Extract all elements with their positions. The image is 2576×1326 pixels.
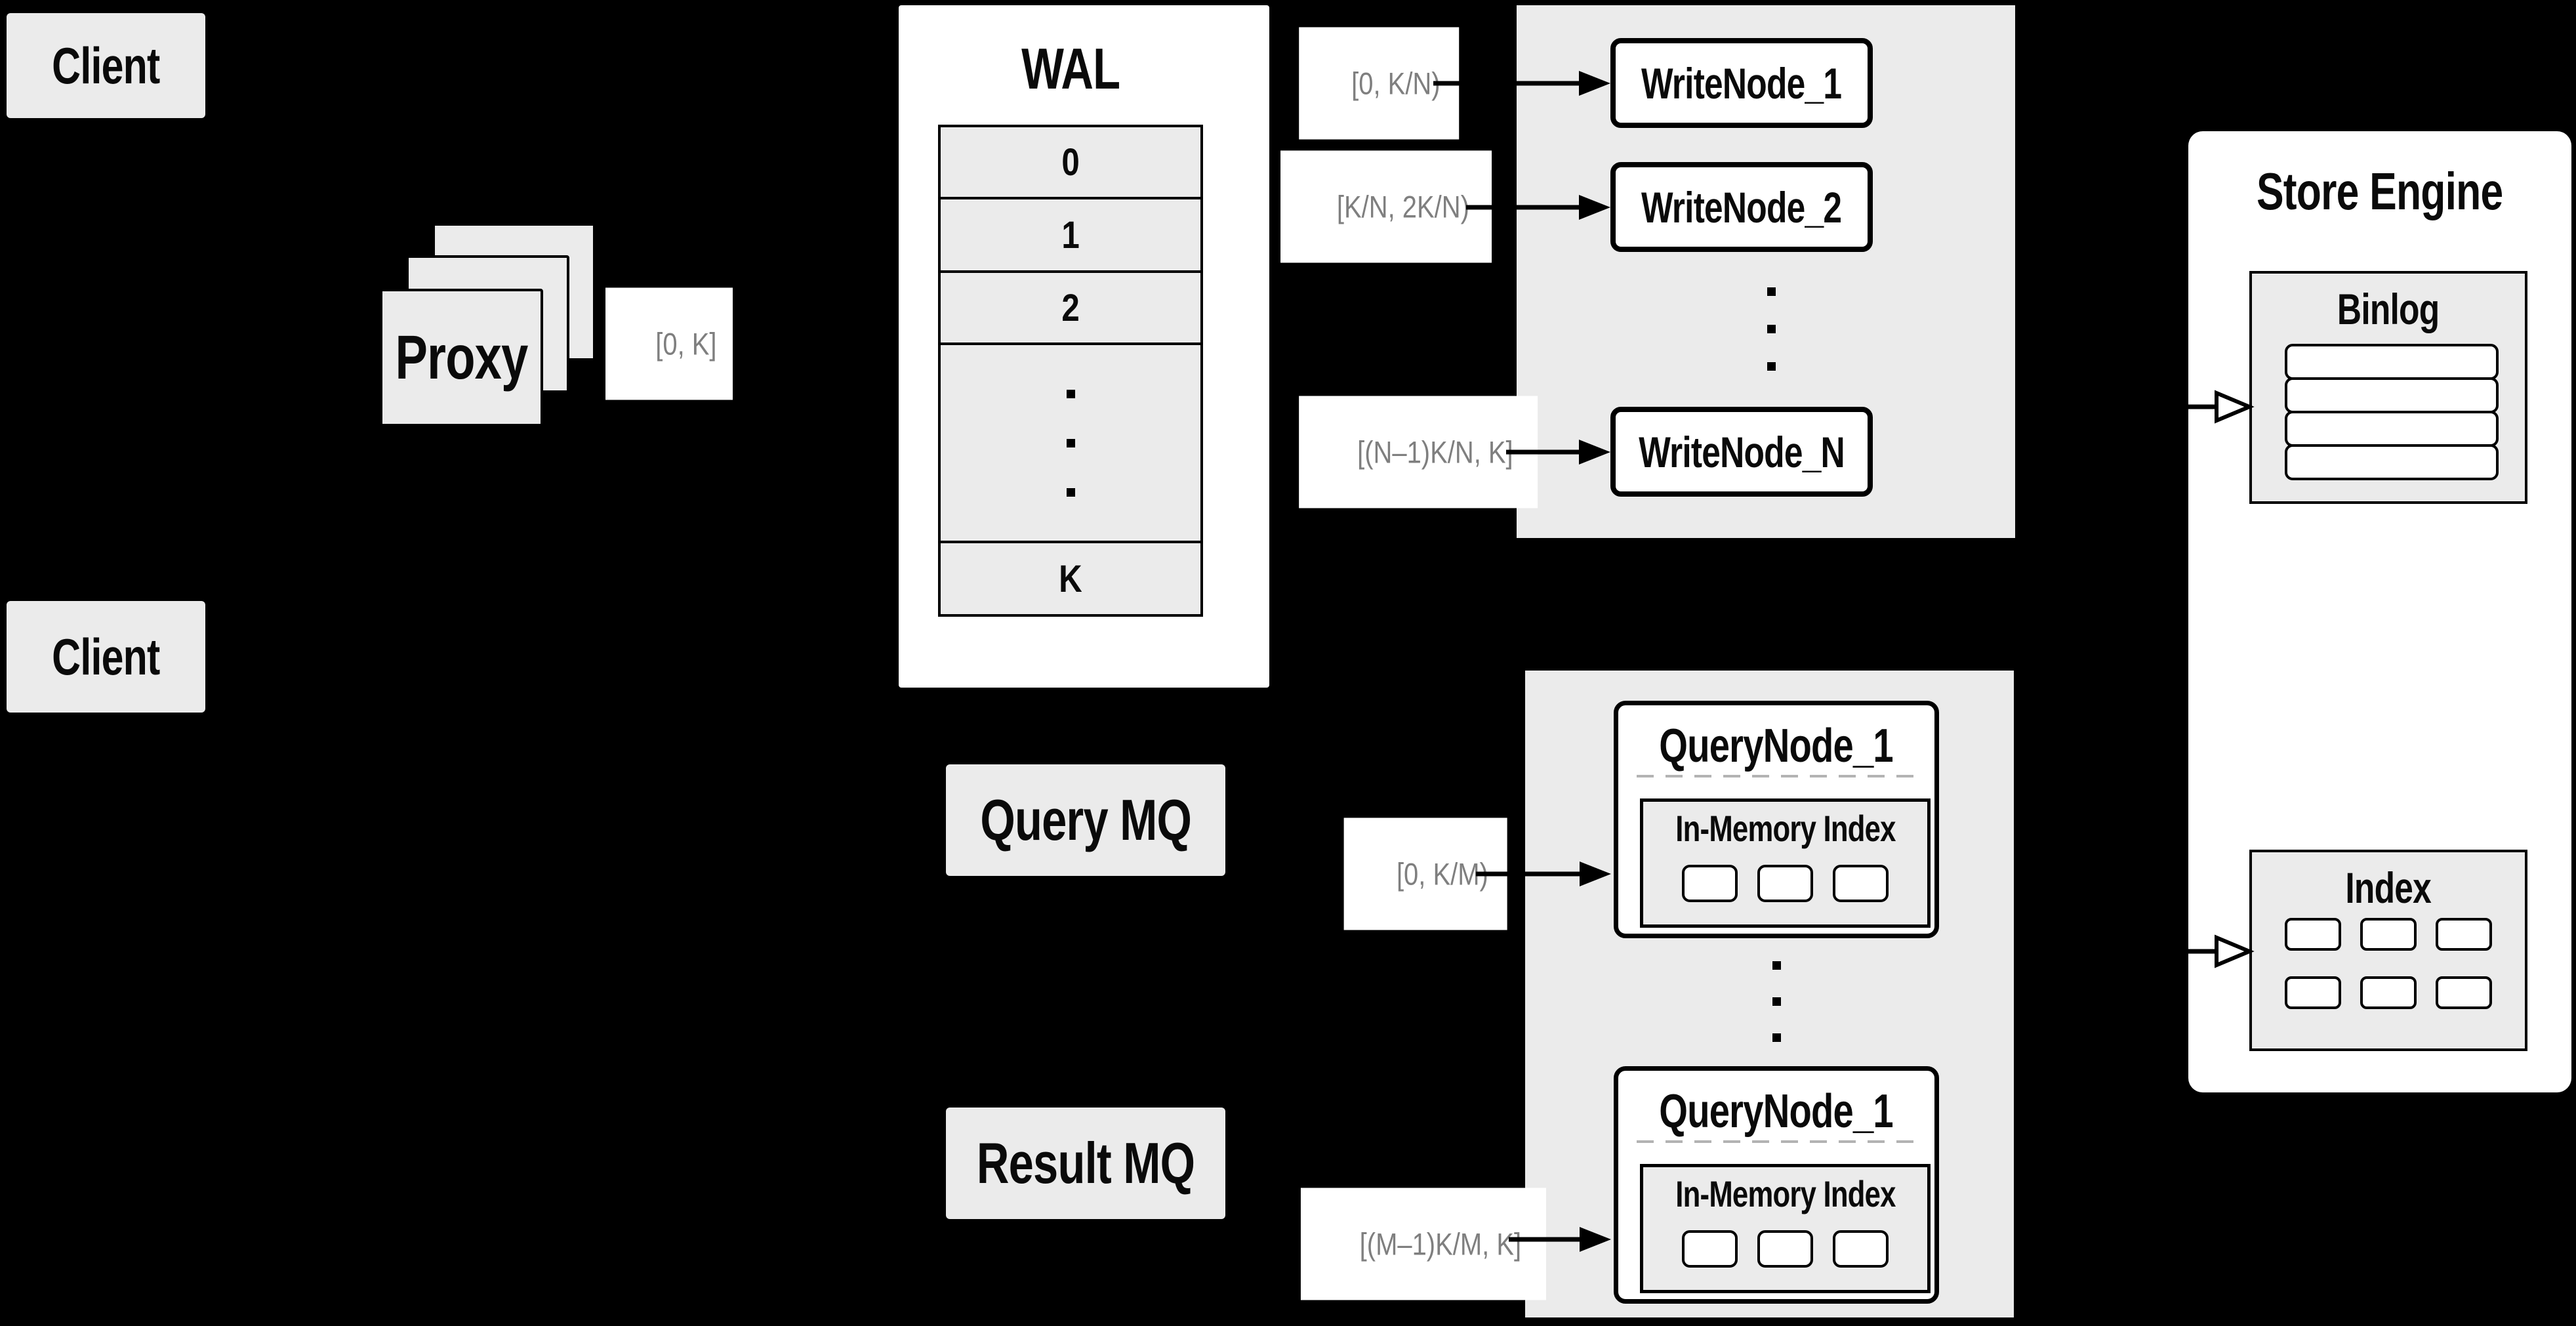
range-label-write-2: [K/N, 2K/N)	[1280, 150, 1492, 263]
write-node-2: WriteNode_2	[1610, 162, 1873, 252]
segment-cell	[1682, 865, 1738, 902]
segment-cell	[1682, 1230, 1738, 1268]
index-cell	[2285, 918, 2341, 951]
segment-cell	[1833, 865, 1889, 902]
in-memory-index-a: In-Memory Index	[1640, 798, 1931, 928]
in-memory-index-b-segments	[1643, 1230, 1927, 1268]
in-memory-index-b: In-Memory Index	[1640, 1164, 1931, 1293]
vertical-ellipsis-icon	[1066, 389, 1075, 497]
range-label-query-1: [0, K/M)	[1343, 818, 1507, 930]
index-cell	[2436, 918, 2492, 951]
dashed-divider	[1637, 1140, 1916, 1143]
in-memory-index-b-title: In-Memory Index	[1675, 1172, 1896, 1214]
query-node-a: QueryNode_1 In-Memory Index	[1614, 701, 1939, 938]
binlog-row	[2285, 377, 2499, 413]
wal-segment-k: K	[938, 541, 1203, 617]
wal-segment-ellipsis	[938, 342, 1203, 543]
query-nodes-ellipsis-icon	[1772, 961, 1781, 1042]
range-label-query-m: [(M–1)K/M, K]	[1300, 1188, 1547, 1300]
range-label-write-n: [(N–1)K/N, K]	[1299, 396, 1538, 508]
dashed-divider	[1637, 775, 1916, 777]
index-cell	[2360, 918, 2417, 951]
binlog-row	[2285, 444, 2499, 480]
result-mq-node: Result MQ	[946, 1108, 1225, 1219]
client-node-bottom: Client	[7, 601, 205, 713]
binlog-title: Binlog	[2337, 285, 2440, 333]
query-node-a-title: QueryNode_1	[1659, 720, 1894, 772]
index-row	[2285, 976, 2492, 1009]
range-label-write-1: [0, K/N)	[1299, 27, 1459, 140]
client-bottom-label: Client	[52, 627, 160, 686]
store-engine-title: Store Engine	[2257, 162, 2503, 220]
query-node-b-title: QueryNode_1	[1659, 1085, 1894, 1138]
segment-cell	[1757, 865, 1813, 902]
index-title: Index	[2345, 863, 2432, 912]
proxy-node: Proxy	[380, 289, 543, 426]
segment-cell	[1757, 1230, 1813, 1268]
segment-cell	[1833, 1230, 1889, 1268]
range-label-proxy-out: [0, K]	[605, 287, 733, 400]
wal-title: WAL	[1021, 36, 1120, 101]
index-row	[2285, 918, 2492, 951]
index-grid	[2252, 918, 2525, 1009]
client-top-label: Client	[52, 36, 160, 94]
wal-segment-2: 2	[938, 270, 1203, 345]
wal-segment-table: 0 1 2 K	[938, 125, 1203, 617]
binlog-rows	[2285, 344, 2499, 480]
client-node-top: Client	[7, 13, 205, 118]
index-cell	[2360, 976, 2417, 1009]
in-memory-index-a-title: In-Memory Index	[1675, 807, 1896, 849]
index-cell	[2436, 976, 2492, 1009]
index-box: Index	[2249, 850, 2527, 1051]
query-mq-node: Query MQ	[946, 764, 1225, 876]
binlog-row	[2285, 411, 2499, 447]
write-node-1: WriteNode_1	[1610, 38, 1873, 128]
proxy-label: Proxy	[395, 322, 528, 392]
query-node-b: QueryNode_1 In-Memory Index	[1614, 1066, 1939, 1304]
wal-segment-1: 1	[938, 197, 1203, 273]
write-nodes-ellipsis-icon	[1767, 287, 1776, 371]
binlog-box: Binlog	[2249, 271, 2527, 504]
write-node-n: WriteNode_N	[1610, 407, 1873, 497]
wal-segment-0: 0	[938, 125, 1203, 199]
in-memory-index-a-segments	[1643, 865, 1927, 902]
index-cell	[2285, 976, 2341, 1009]
binlog-row	[2285, 344, 2499, 380]
